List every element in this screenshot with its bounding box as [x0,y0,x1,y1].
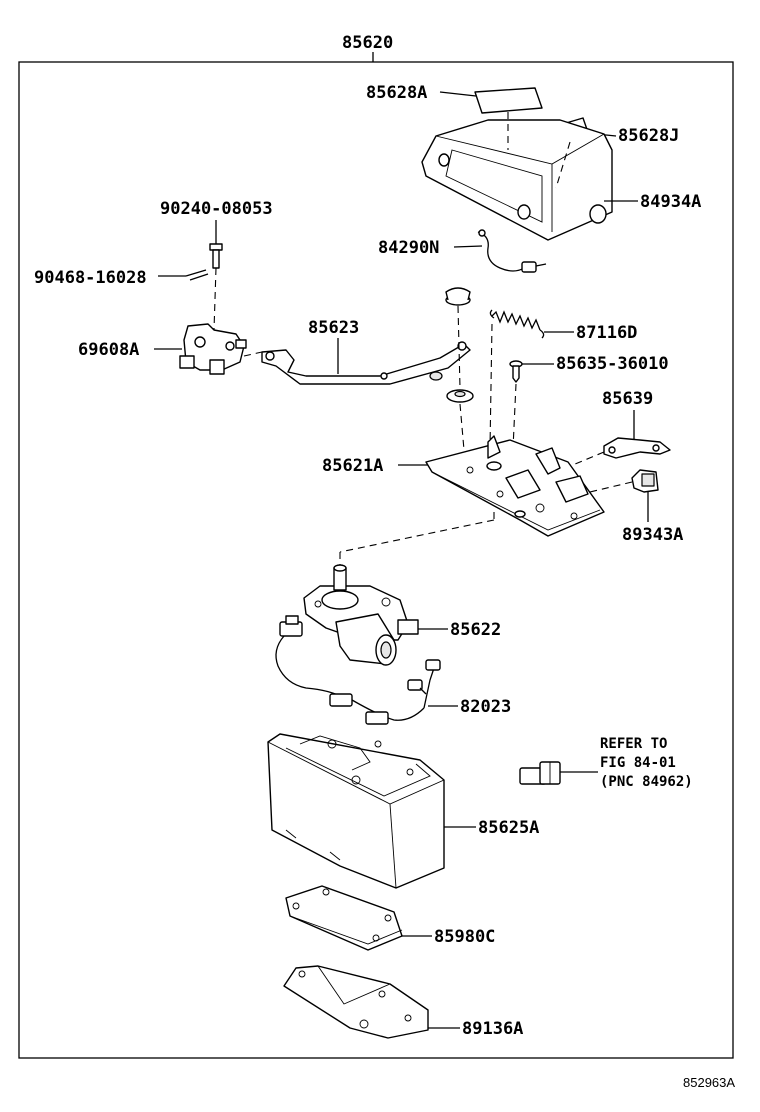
part-label-85639: 85639 [602,389,653,409]
part-label-89343a: 89343A [622,525,683,545]
part-label-69608a: 69608A [78,340,139,360]
dash-bushing [457,305,461,389]
part-label-82023: 82023 [460,697,511,717]
reference-line-2: FIG 84-01 [600,755,676,771]
switch-89343a [631,469,659,493]
part-label-85622: 85622 [450,620,501,640]
part-label-90240-08053: 90240-08053 [160,199,273,219]
dash-89343a [589,481,633,493]
dash-69608a [243,351,263,357]
clip-90468 [185,269,209,281]
dash-85639 [555,451,605,473]
assembly-frame [18,61,734,1059]
part-label-85635-36010: 85635-36010 [556,354,669,374]
label-sheet-85628a [474,87,543,114]
dash-bushing-lower [459,403,465,451]
part-label-89136a: 89136A [462,1019,523,1039]
reference-line-3: (PNC 84962) [600,774,693,790]
leader-85628a [439,91,477,97]
link-lever-85623 [261,341,471,385]
control-unit-85980c [285,885,403,951]
reference-line-1: REFER TO [600,736,667,752]
bottom-plate-89136a [283,965,429,1039]
spring-87116d [489,309,545,339]
screw-85635-36010 [509,360,523,383]
part-label-90468-16028: 90468-16028 [34,268,147,288]
part-label-85621a: 85621A [322,456,383,476]
part-label-87116d: 87116D [576,323,637,343]
dash-screw [511,383,517,471]
screw-90240 [209,243,223,269]
dash-90240 [213,267,217,331]
dash-base-b [339,519,495,553]
part-label-85628j: 85628J [618,126,679,146]
bushing-upper [445,287,471,306]
bracket-85639 [603,437,671,459]
case-85625a [267,733,445,889]
dash-spring [489,323,493,449]
part-label-85623: 85623 [308,318,359,338]
part-label-84290n: 84290N [378,238,439,258]
part-label-85980c: 85980C [434,927,495,947]
figure-code: 852963A [683,1075,735,1090]
leader-84290n [453,245,483,248]
bushing-lower [446,389,474,403]
wire-84290n [477,229,547,273]
motor-85622 [303,564,419,666]
reference-connector [519,761,561,785]
part-label-85625a: 85625A [478,818,539,838]
cover-84934a [421,119,613,241]
part-label-84934a: 84934A [640,192,701,212]
dash-85628j [555,141,571,189]
actuator-69608a [179,323,247,375]
base-plate-85621a [425,435,605,537]
harness-82023 [275,615,441,725]
part-label-85628a: 85628A [366,83,427,103]
assembly-number: 85620 [342,33,393,53]
